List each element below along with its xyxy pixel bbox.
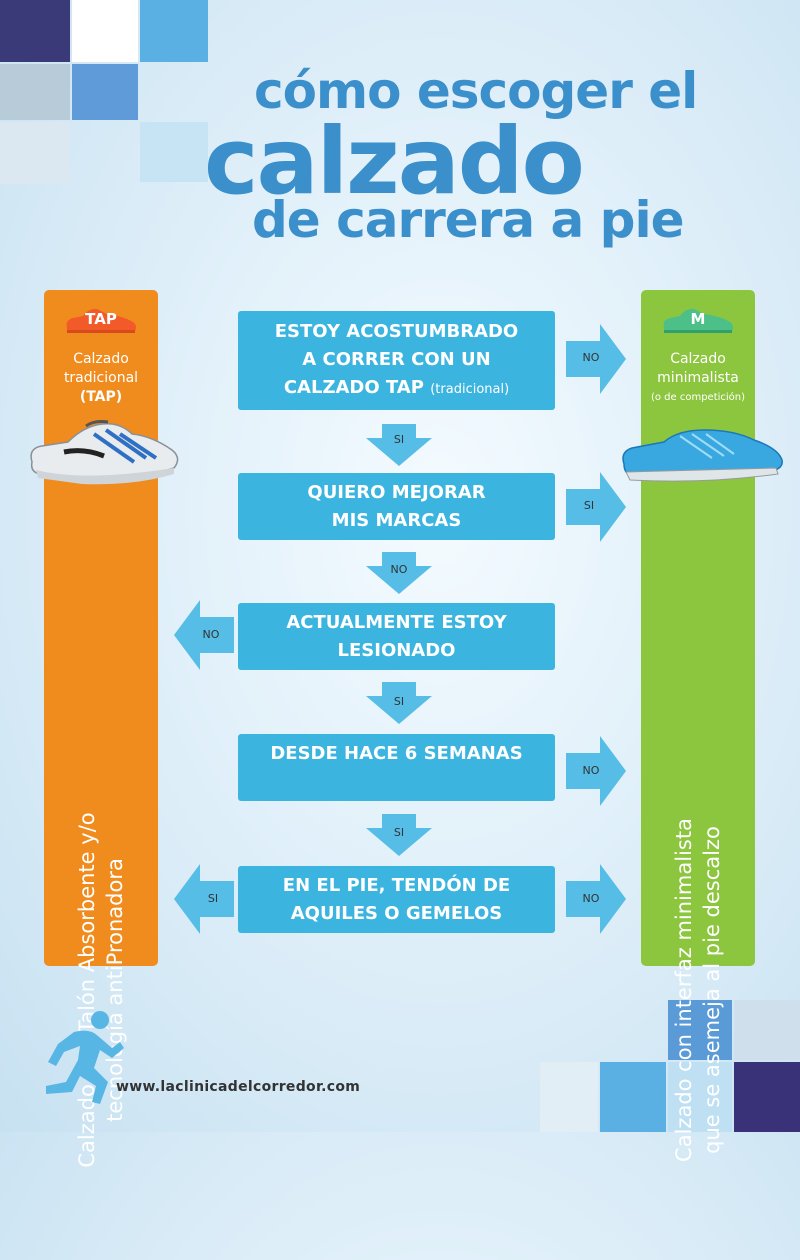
question-box-3: ACTUALMENTE ESTOY LESIONADO	[238, 603, 555, 670]
shoe-badge-icon	[66, 308, 137, 333]
arrow-label-q1-right: NO	[582, 351, 600, 364]
arrow-label-q5-right: NO	[582, 892, 600, 905]
arrow-down-q3	[366, 682, 432, 724]
arrow-label-q1-down: SI	[393, 433, 405, 446]
arrow-label-q2-down: NO	[390, 563, 408, 576]
shoe-badge-icon	[663, 308, 734, 333]
left-panel-description: Calzado con Talón Absorbente y/o tecnolo…	[75, 812, 127, 1168]
right-panel-minimalist: M Calzado minimalista (o de competición)…	[641, 290, 755, 1162]
title-line-1: cómo escoger el	[254, 62, 698, 120]
arrow-label-q3-down: SI	[393, 695, 405, 708]
question-box-4: DESDE HACE 6 SEMANAS	[238, 734, 555, 801]
arrow-label-q2-right: SI	[583, 499, 595, 512]
runner-icon	[46, 1011, 124, 1104]
arrow-label-q5-left: SI	[207, 892, 219, 905]
arrow-label-q4-down: SI	[393, 826, 405, 839]
arrow-left-q5	[174, 864, 234, 934]
left-panel-tap: TAP Calzado tradicional (TAP) Calzado co…	[44, 290, 158, 1168]
tap-badge: TAP	[63, 304, 139, 334]
arrow-down-q4	[366, 814, 432, 856]
m-badge: M	[660, 304, 736, 334]
arrow-right-q4	[566, 736, 626, 806]
right-panel-description: Calzado con interfaz minimalista que se …	[672, 818, 724, 1162]
title-line-3: de carrera a pie	[252, 191, 685, 249]
arrow-down-q2	[366, 552, 432, 594]
question-box-1: ESTOY ACOSTUMBRADO A CORRER CON UN CALZA…	[238, 311, 555, 410]
minimalist-shoe-image	[622, 429, 783, 482]
arrow-right-q5	[566, 864, 626, 934]
arrow-left-q3	[174, 600, 234, 670]
arrow-right-q1	[566, 324, 626, 394]
question-box-2: QUIERO MEJORAR MIS MARCAS	[238, 473, 555, 540]
question-box-5: EN EL PIE, TENDÓN DE AQUILES O GEMELOS	[238, 866, 555, 933]
title-line-2: calzado	[204, 108, 585, 215]
arrow-right-q2	[566, 472, 626, 542]
traditional-shoe-image	[30, 420, 179, 485]
right-panel-label: Calzado minimalista (o de competición)	[650, 351, 746, 403]
left-panel-label: Calzado tradicional (TAP)	[63, 351, 139, 405]
arrow-label-q4-right: NO	[582, 764, 600, 777]
arrow-down-q1	[366, 424, 432, 466]
arrow-label-q3-left: NO	[202, 628, 220, 641]
footer-url[interactable]: www.laclinicadelcorredor.com	[116, 1079, 361, 1095]
